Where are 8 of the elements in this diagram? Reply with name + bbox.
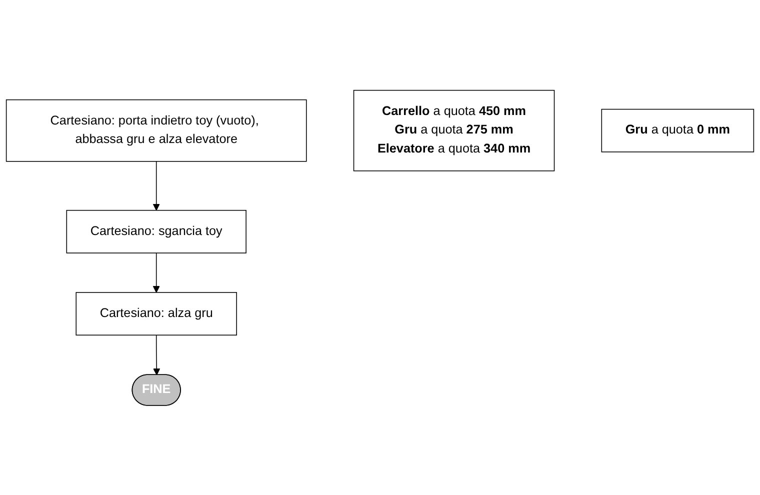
arrow — [153, 334, 160, 375]
node-box: Cartesiano: sgancia toy — [66, 210, 246, 254]
node-box: Cartesiano: alza gru — [76, 292, 237, 336]
node-box: Cartesiano: porta indietro toy (vuoto), abbassa gru e alza elevatore — [6, 99, 307, 162]
arrow — [152, 160, 160, 210]
arrow — [152, 252, 160, 292]
node-box: Gru a quota 0 mm — [601, 108, 754, 152]
node-box: Carrello a quota 450 mm Gru a quota 275 mm Elevatore a quota 340 mm — [353, 90, 555, 171]
